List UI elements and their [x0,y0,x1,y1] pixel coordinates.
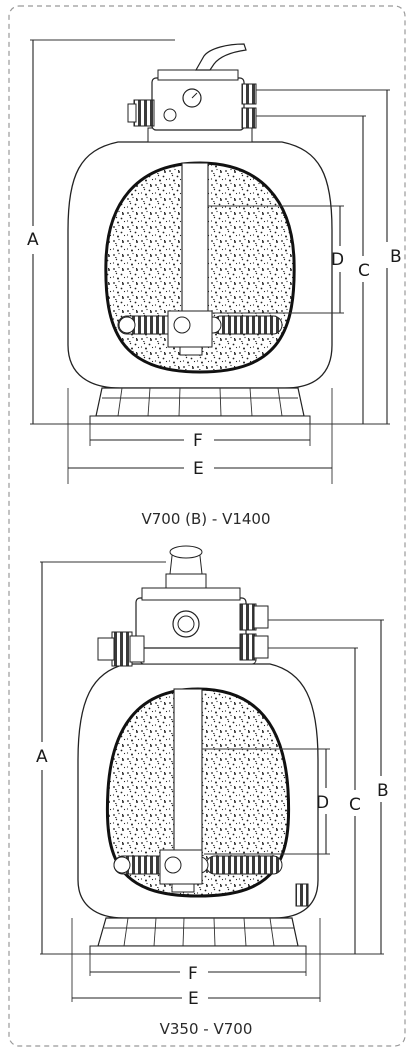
bottom-central-pipe [173,688,203,856]
bottom-label-a: A [36,747,48,767]
bottom-drain-plug [295,883,309,907]
bottom-dimensions [40,561,384,1002]
top-label-d: D [331,250,344,270]
top-label-b: B [390,247,402,267]
bottom-label-f: F [188,964,198,984]
top-lateral-right [211,315,283,335]
bottom-label-b: B [377,781,389,801]
dashed-frame [8,5,406,1047]
top-caption: V700 (B) - V1400 [141,510,270,528]
top-port-right-upper [241,83,257,105]
bottom-label-e: E [188,989,199,1009]
top-port-right-lower [241,107,257,129]
top-label-f: F [193,431,203,451]
top-label-c: C [358,261,370,281]
bottom-filter-drawing [77,545,319,955]
top-filter-drawing [67,43,333,425]
top-label-e: E [193,459,204,479]
bottom-base [97,917,299,947]
top-valve-handle [194,43,247,71]
top-base [95,387,305,417]
bottom-port-left [111,631,133,667]
top-dimensions [30,39,390,484]
bottom-caption: V350 - V700 [160,1020,253,1038]
top-port-left [133,99,155,127]
bottom-label-c: C [349,795,361,815]
bottom-neck [139,647,257,665]
bottom-label-d: D [316,793,329,813]
top-central-pipe [181,162,209,314]
bottom-lateral-right [205,855,283,875]
top-label-a: A [27,230,39,250]
